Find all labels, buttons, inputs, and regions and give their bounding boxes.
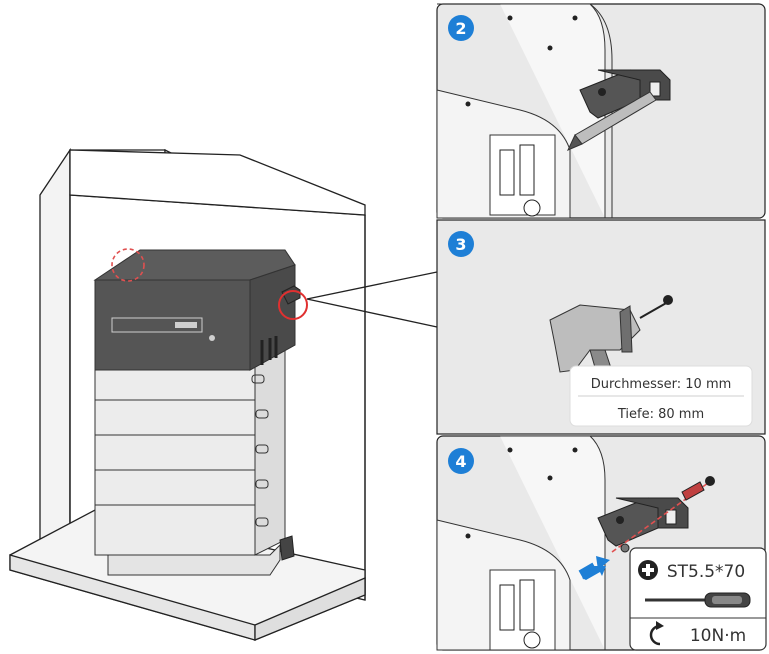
panel-step-2: 2: [436, 3, 766, 219]
battery-stack: [93, 248, 308, 576]
screw-spec-box: ST5.5*70 10N·m: [629, 547, 767, 651]
battery-modules: [94, 349, 286, 556]
step-2-number: 2: [455, 19, 466, 38]
step-4-badge: [448, 448, 474, 474]
phillips-screw-icon: [638, 560, 658, 580]
drill-depth: Tiefe: 80 mm: [617, 407, 704, 422]
dashed-marker: [111, 248, 145, 282]
drill-diameter: Durchmesser: 10 mm: [591, 377, 732, 392]
screwdriver-icon: [645, 592, 751, 608]
screw-dots-4: [465, 447, 578, 539]
step-3-number: 3: [455, 235, 466, 254]
battery-top-unit: [93, 249, 296, 371]
torque-value: 10N·m: [690, 626, 746, 646]
panel-step-4: ST5.5*70 10N·m 4: [436, 435, 767, 651]
panel-step-3: Durchmesser: 10 mm Tiefe: 80 mm 3: [436, 219, 766, 435]
connectors: [499, 144, 541, 217]
wall-top: [69, 149, 366, 216]
connectors-4: [499, 579, 541, 649]
overview-scene: [9, 147, 438, 641]
callout-lines: [306, 271, 438, 328]
bracket-callout: [278, 285, 308, 561]
wall-anchor-icon: [681, 476, 715, 501]
screw-spec: ST5.5*70: [667, 562, 745, 582]
step-3-badge: [448, 231, 474, 257]
step-2-badge: [448, 15, 474, 41]
step-4-number: 4: [455, 452, 466, 471]
bracket-4: [597, 497, 689, 547]
screw-icon: [620, 543, 630, 553]
rotate-clockwise-icon: [649, 621, 664, 646]
marker-pen-icon: [566, 91, 657, 151]
drill-spec-box: Durchmesser: 10 mm Tiefe: 80 mm: [569, 365, 753, 427]
